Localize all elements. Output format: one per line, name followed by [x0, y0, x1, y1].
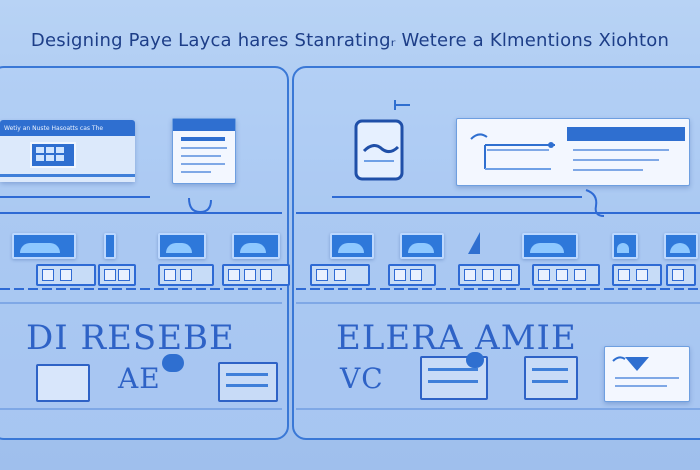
image-thumbnail-icon — [400, 233, 444, 259]
section-rule-dashed — [296, 288, 700, 290]
frame-line — [532, 380, 568, 383]
blob-marker — [466, 352, 484, 368]
cursor-icon — [394, 100, 402, 110]
content-line — [487, 149, 549, 151]
image-thumbnail-icon — [104, 233, 116, 259]
connector-hook — [188, 197, 212, 214]
glyph-row-bottom-right: VC — [340, 362, 384, 395]
document-line — [181, 137, 225, 141]
section-rule — [0, 408, 282, 410]
image-thumbnail-icon — [232, 233, 280, 259]
content-line — [573, 169, 643, 171]
browser-window-rule — [0, 174, 135, 177]
document-line — [181, 171, 211, 173]
connector-hook — [585, 189, 605, 217]
frame-line — [428, 380, 478, 383]
section-rule — [296, 408, 700, 410]
document-line — [181, 147, 227, 149]
frame-line — [428, 368, 478, 371]
section-rule — [296, 302, 700, 304]
image-thumbnail-icon — [158, 233, 206, 259]
mini-widget — [158, 264, 214, 286]
section-rule — [0, 196, 150, 198]
content-line — [573, 159, 659, 161]
section-rule — [332, 196, 582, 198]
cursor-icon — [468, 232, 480, 254]
section-rule — [0, 212, 282, 214]
mini-widget — [458, 264, 520, 286]
document-line — [181, 163, 225, 165]
mini-widget — [310, 264, 370, 286]
glyph-row-top-right: ELERA AMIE — [336, 318, 577, 358]
document-card-header — [173, 119, 235, 131]
content-card-header — [567, 127, 685, 141]
image-thumbnail-icon — [12, 233, 76, 259]
section-rule — [0, 302, 282, 304]
dropdown-line — [615, 385, 667, 387]
blob-marker — [162, 354, 184, 372]
cursor-stem — [396, 104, 410, 106]
browser-window-icon — [30, 142, 76, 168]
document-line — [181, 155, 221, 157]
browser-window-card: Wetiy an Nuste Hasoatts cas The — [0, 120, 135, 182]
dropdown-arrow-icon — [612, 356, 649, 371]
mini-widget — [666, 264, 696, 286]
content-line — [573, 149, 669, 151]
mini-widget — [36, 264, 96, 286]
glyph-row-bottom-left: AE — [118, 362, 161, 395]
section-rule-dashed — [0, 288, 282, 290]
page-title: Designing Paye Laycа hares Stanratingᵣ W… — [30, 30, 670, 51]
frame-line — [532, 368, 568, 371]
glyph-row-top-left: DI RESEBE — [26, 318, 235, 358]
dropdown-card — [604, 346, 690, 402]
slider-widget — [470, 133, 555, 170]
content-card — [456, 118, 690, 186]
mini-widget — [98, 264, 136, 286]
dropdown-line — [615, 377, 679, 379]
document-icon — [354, 119, 404, 181]
image-thumbnail-icon — [522, 233, 578, 259]
mini-widget — [532, 264, 600, 286]
mini-widget — [388, 264, 436, 286]
placeholder-frame — [36, 364, 90, 402]
browser-window-body — [0, 136, 135, 182]
image-thumbnail-icon — [612, 233, 638, 259]
placeholder-frame — [524, 356, 578, 400]
frame-line — [226, 373, 268, 376]
mini-widget — [612, 264, 662, 286]
section-rule — [296, 212, 700, 214]
image-thumbnail-icon — [330, 233, 374, 259]
document-card — [172, 118, 236, 184]
banner-label: Wetiy an Nuste Hasoatts cas The — [4, 125, 104, 132]
image-thumbnail-icon — [664, 233, 698, 259]
mini-widget — [222, 264, 290, 286]
frame-line — [226, 384, 268, 387]
placeholder-frame — [218, 362, 278, 402]
